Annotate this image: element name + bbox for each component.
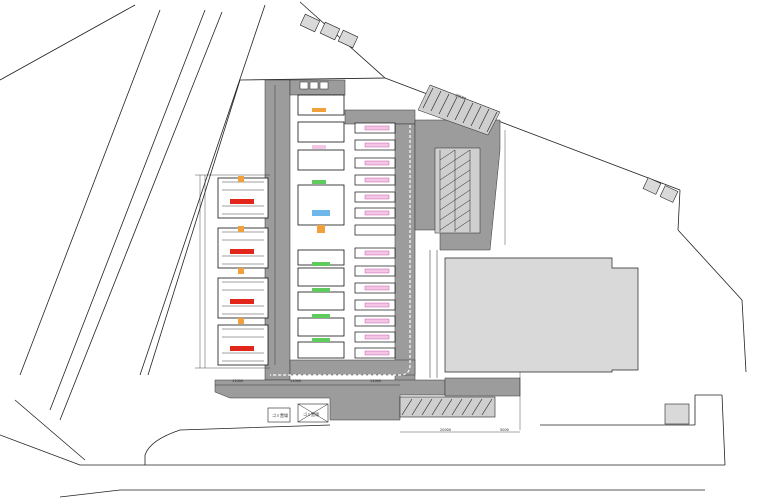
parking-lot-east <box>434 147 481 234</box>
neighboring-building <box>444 257 639 373</box>
parking-lot-south <box>399 396 496 418</box>
dimension-lines <box>195 84 521 433</box>
west-housing-cluster <box>217 176 269 366</box>
dim-parking-top: 20500 <box>455 93 467 101</box>
central-unit-accents <box>312 108 330 342</box>
pedestrian-walkway <box>270 125 411 376</box>
central-housing-column <box>297 94 345 359</box>
dim-right-a: 20000 <box>440 428 451 432</box>
dim-bottom-b: 11000 <box>290 379 301 383</box>
dimension-labels: 11000 11000 11000 20000 5000 20500 <box>232 93 509 432</box>
west-unit-labels <box>230 199 254 351</box>
waste-storage-b-label: ゴミ置場 <box>303 411 319 417</box>
dim-bottom-c: 11000 <box>370 379 381 383</box>
parking-lot-north <box>417 84 501 136</box>
waste-storage-a: ゴミ置場 <box>267 407 291 423</box>
waste-storage-b: ゴミ置場 <box>297 403 329 423</box>
dim-bottom-a: 11000 <box>232 379 243 383</box>
waste-storage-a-label: ゴミ置場 <box>272 412 288 418</box>
building-frontage <box>429 250 438 378</box>
east-unit-accents <box>364 125 390 356</box>
roadside-structures <box>299 13 690 425</box>
entrance-markers <box>299 81 329 90</box>
dim-right-b: 5000 <box>500 428 509 432</box>
